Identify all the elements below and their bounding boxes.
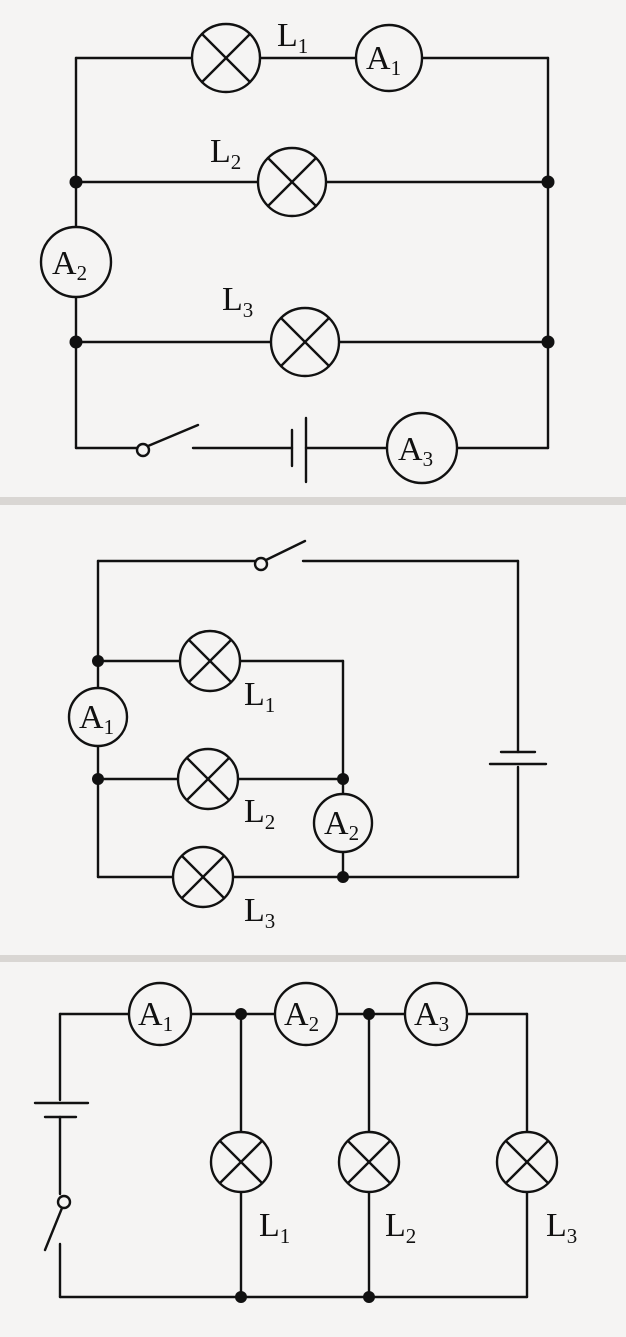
circuit-diagram-2: L1 A1 L2 A2 L3 <box>0 505 626 955</box>
lamp-l2 <box>337 1130 401 1194</box>
lamp-l3 <box>495 1130 559 1194</box>
panel-divider <box>0 955 626 962</box>
circuit-diagram-3-svg: A1 A2 A3 L1 L2 L3 <box>33 981 577 1303</box>
wires <box>74 56 550 450</box>
ammeter-a3 <box>385 411 459 485</box>
circuit-diagram-1: L1 A1 L2 A2 L3 A3 <box>0 0 626 497</box>
battery <box>488 750 548 766</box>
ammeter-a2 <box>273 981 339 1047</box>
junction-dots <box>235 1008 375 1303</box>
lamp-l2-label: L2 <box>244 793 275 834</box>
lamp-l1-label: L1 <box>259 1207 290 1248</box>
ammeter-a2-label: A2 <box>284 996 319 1036</box>
panel-divider <box>0 497 626 505</box>
lamp-l1 <box>190 22 262 94</box>
ammeter-a1 <box>67 686 129 748</box>
ammeter-a2 <box>39 225 113 299</box>
wires <box>96 559 520 879</box>
switch <box>253 539 307 572</box>
lamp-l2-label: L2 <box>385 1207 416 1248</box>
lamp-l3 <box>171 845 235 909</box>
switch <box>135 423 200 458</box>
lamp-l1 <box>209 1130 273 1194</box>
ammeter-a2 <box>312 792 374 854</box>
circuit-diagram-2-svg: L1 A1 L2 A2 L3 <box>67 539 548 933</box>
lamp-l1-label: L1 <box>277 17 308 58</box>
junction-dots <box>92 655 349 883</box>
wires <box>58 1012 529 1299</box>
ammeter-a3-label: A3 <box>398 431 433 471</box>
ammeter-a3 <box>403 981 469 1047</box>
circuit-diagram-1-svg: L1 A1 L2 A2 L3 A3 <box>39 17 555 485</box>
ammeter-a2-label: A2 <box>52 245 87 285</box>
ammeter-a1-label: A1 <box>138 996 173 1036</box>
battery <box>33 1101 90 1119</box>
lamp-l3-label: L3 <box>222 281 253 322</box>
junction-dots <box>69 175 555 349</box>
lamp-l2 <box>176 747 240 811</box>
lamp-l2-label: L2 <box>210 133 241 174</box>
lamp-l3 <box>269 306 341 378</box>
lamp-l3-label: L3 <box>546 1207 577 1248</box>
battery <box>290 416 308 484</box>
ammeter-a1-label: A1 <box>79 699 114 739</box>
lamp-l2 <box>256 146 328 218</box>
ammeter-a1 <box>127 981 193 1047</box>
ammeter-a3-label: A3 <box>414 996 449 1036</box>
ammeter-a2-label: A2 <box>324 805 359 845</box>
ammeter-a1 <box>354 23 424 93</box>
lamp-l3-label: L3 <box>244 892 275 933</box>
lamp-l1-label: L1 <box>244 676 275 717</box>
circuit-diagram-3: A1 A2 A3 L1 L2 L3 <box>0 962 626 1337</box>
lamp-l1 <box>178 629 242 693</box>
ammeter-a1-label: A1 <box>366 40 401 80</box>
switch <box>43 1194 72 1252</box>
